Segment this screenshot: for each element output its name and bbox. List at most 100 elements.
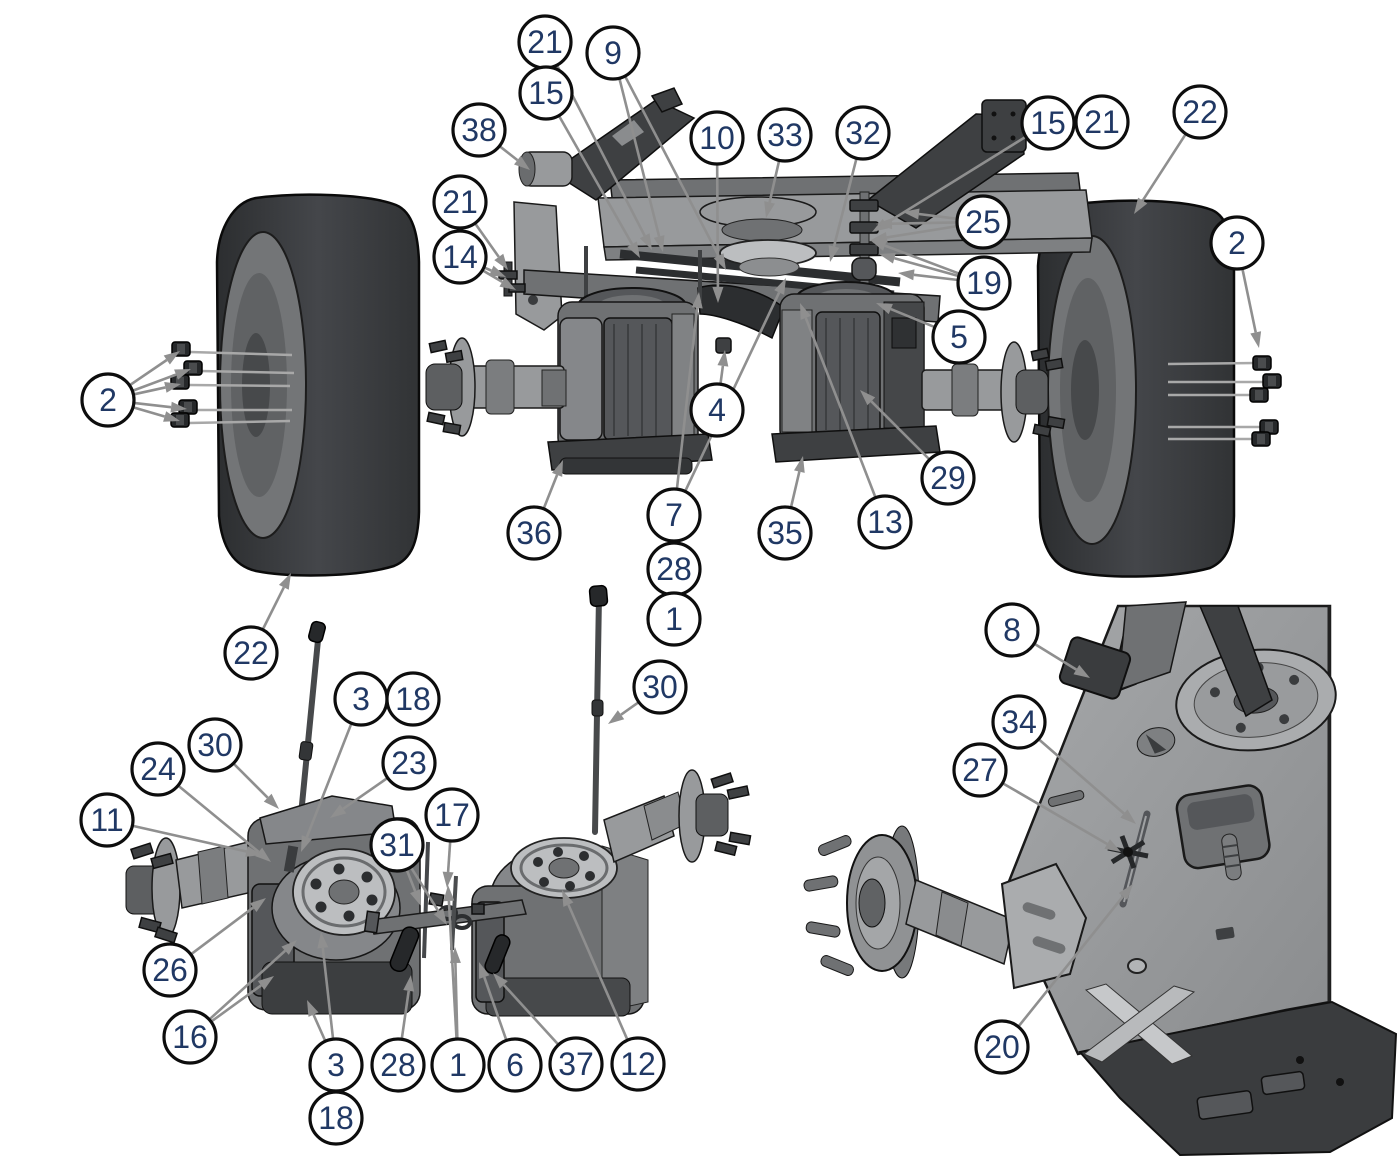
balloon-number: 21 <box>442 184 478 220</box>
leader-line <box>557 114 634 245</box>
leader-arrowhead <box>1104 839 1121 852</box>
balloon-number: 22 <box>233 635 269 671</box>
leader-line <box>133 386 166 396</box>
balloon-circle <box>920 450 976 506</box>
leader-arrowhead <box>717 350 729 367</box>
callout-balloon-3: 3 <box>308 1037 364 1093</box>
left-frame-channel <box>513 201 563 331</box>
leader-arrowhead <box>307 1000 319 1017</box>
balloon-number: 5 <box>950 319 968 355</box>
balloon-circle <box>1172 84 1228 140</box>
leader-arrowhead <box>1120 809 1136 824</box>
balloon-circle <box>757 505 813 561</box>
balloon-circle <box>689 110 745 166</box>
leader-arrowhead <box>410 889 421 906</box>
left-frame-arm <box>550 99 696 201</box>
leader-line <box>128 358 168 387</box>
leader-line <box>832 157 858 247</box>
leader-arrowhead <box>860 390 876 406</box>
leader-line <box>620 701 640 716</box>
leader-arrowhead <box>281 940 297 955</box>
leader-arrowhead <box>653 235 665 252</box>
leader-arrowhead <box>764 201 775 218</box>
leader-arrowhead <box>330 804 347 818</box>
balloon-number: 37 <box>558 1046 594 1082</box>
balloon-circle <box>1020 95 1076 151</box>
spring-bolt <box>1221 833 1242 881</box>
balloon-number: 12 <box>620 1046 656 1082</box>
callout-balloon-18: 18 <box>385 671 441 727</box>
left-lug-nuts <box>170 341 295 428</box>
balloon-circle <box>223 625 279 681</box>
balloon-circle <box>432 174 488 230</box>
balloon-number: 14 <box>442 239 478 275</box>
callout-balloon-29: 29 <box>920 450 976 506</box>
callout-balloon-28: 28 <box>646 541 702 597</box>
leader-arrowhead <box>774 278 786 295</box>
wheel-hub-assembly <box>803 825 1088 990</box>
callout-balloon-7: 7 <box>646 487 702 543</box>
balloon-circle <box>610 1036 666 1092</box>
leader-arrowhead <box>627 241 640 258</box>
bottom-right-view-frame-corner <box>803 601 1398 1157</box>
balloon-number: 16 <box>172 1019 208 1055</box>
leader-line <box>886 224 958 239</box>
balloon-number: 26 <box>152 952 188 988</box>
lug-nut <box>1262 373 1282 389</box>
leader-line <box>261 586 286 631</box>
balloon-number: 35 <box>767 515 803 551</box>
balloon-circle <box>857 494 913 550</box>
balloon-number: 38 <box>461 112 497 148</box>
callout-balloon-5: 5 <box>931 309 987 365</box>
callout-balloon-37: 37 <box>548 1036 604 1092</box>
leader-arrowhead <box>514 155 530 170</box>
balloon-number: 24 <box>140 751 176 787</box>
balloon-number: 3 <box>327 1047 345 1083</box>
leader-arrowhead <box>245 846 262 857</box>
left-tire <box>215 193 421 577</box>
brake-linkage <box>363 875 527 975</box>
leader-arrowhead <box>449 947 461 964</box>
leader-line <box>675 307 699 490</box>
leader-line <box>400 990 410 1040</box>
leader-line <box>789 471 801 508</box>
callout-balloon-30: 30 <box>632 659 688 715</box>
leader-line <box>473 222 500 258</box>
brake-caliper <box>891 317 917 349</box>
leader-arrowhead <box>317 932 329 949</box>
leader-line <box>1141 133 1187 202</box>
balloon-number: 8 <box>1003 612 1021 648</box>
balloon-number: 34 <box>1001 704 1037 740</box>
balloon-number: 33 <box>767 117 803 153</box>
leader-line <box>232 762 269 799</box>
balloon-circle <box>955 194 1011 250</box>
balloon-circle <box>952 742 1008 798</box>
callout-balloon-16: 16 <box>162 1009 218 1065</box>
balloon-circle <box>984 602 1040 658</box>
leader-arrowhead <box>608 710 625 724</box>
callout-balloon-21: 21 <box>1074 94 1130 150</box>
leader-line <box>1037 738 1125 815</box>
callout-balloon-26: 26 <box>142 942 198 998</box>
leader-line <box>210 984 262 1023</box>
leader-arrowhead <box>489 265 506 277</box>
balloon-number: 2 <box>99 382 117 418</box>
leader-arrowhead <box>712 286 724 303</box>
tensioner-rod <box>849 191 879 285</box>
balloon-number: 18 <box>318 1100 354 1136</box>
leader-arrowhead <box>551 460 563 477</box>
balloon-number: 6 <box>506 1047 524 1083</box>
leader-arrowhead <box>163 411 180 422</box>
balloon-circle <box>585 25 641 81</box>
leader-arrowhead <box>1134 197 1148 214</box>
balloon-circle <box>430 1037 486 1093</box>
lug-nut <box>1249 387 1269 403</box>
balloon-circle <box>974 1019 1030 1075</box>
leader-line <box>502 983 560 1046</box>
callout-balloon-9: 9 <box>585 25 641 81</box>
leader-line <box>454 962 459 1040</box>
callout-balloon-31: 31 <box>369 817 425 873</box>
callout-balloon-34: 34 <box>991 694 1047 750</box>
balloon-number: 25 <box>965 204 1001 240</box>
